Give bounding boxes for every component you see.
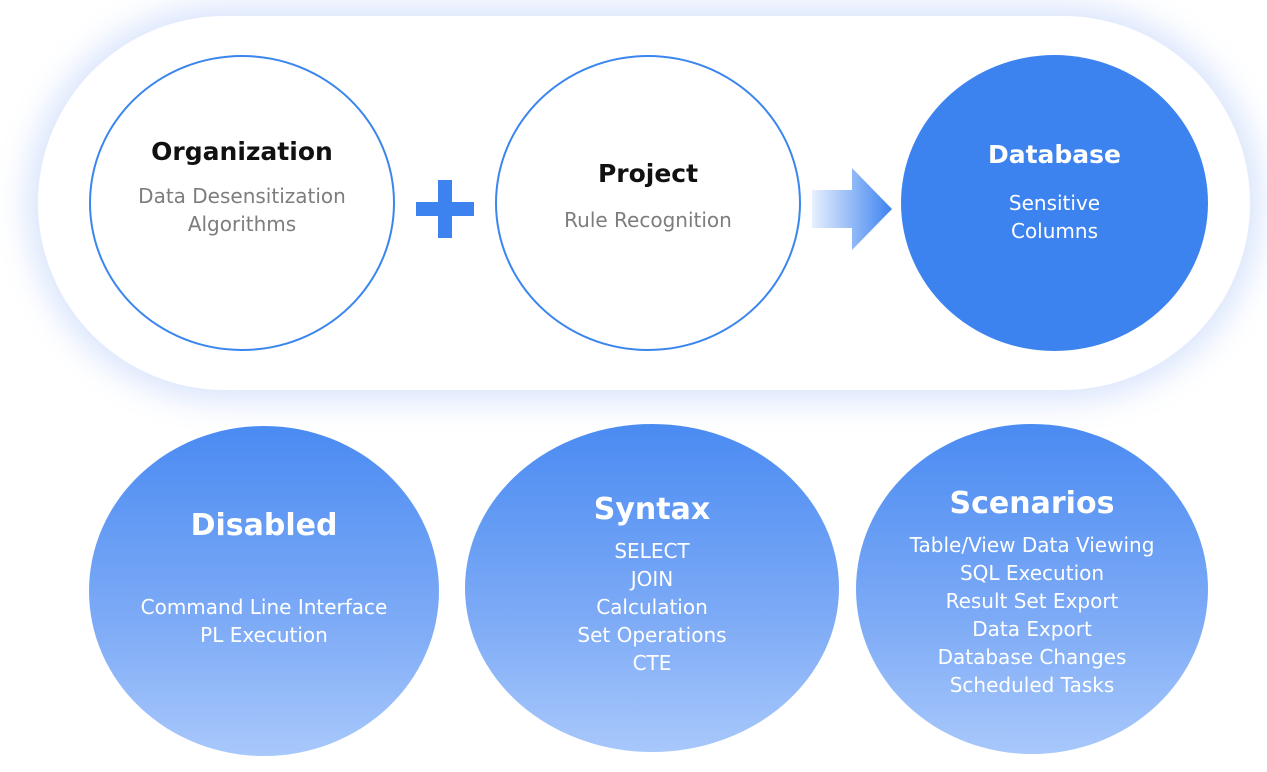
disabled-title: Disabled <box>190 508 338 543</box>
database-subtitle-line-1: Sensitive <box>1008 191 1101 215</box>
scenarios-item: SQL Execution <box>959 561 1105 585</box>
database-subtitle-line-2: Columns <box>1010 219 1098 243</box>
database-title: Database <box>987 140 1122 169</box>
disabled-item: PL Execution <box>200 623 328 647</box>
project-subtitle: Rule Recognition <box>564 208 732 232</box>
organization-subtitle-line-2: Algorithms <box>187 212 297 236</box>
database-circle: Database Sensitive Columns <box>901 55 1208 351</box>
syntax-circle: Syntax SELECT JOIN Calculation Set Opera… <box>465 424 839 752</box>
organization-circle: Organization Data Desensitization Algori… <box>89 55 395 351</box>
syntax-item: SELECT <box>614 539 690 563</box>
plus-icon <box>416 180 474 238</box>
organization-subtitle-line-1: Data Desensitization <box>138 184 346 208</box>
syntax-item: CTE <box>632 651 672 675</box>
scenarios-circle: Scenarios Table/View Data Viewing SQL Ex… <box>856 424 1208 754</box>
syntax-item: Calculation <box>596 595 708 619</box>
disabled-item: Command Line Interface <box>140 595 388 619</box>
arrow-right-icon <box>812 168 892 250</box>
scenarios-item: Result Set Export <box>945 589 1119 613</box>
syntax-item: Set Operations <box>577 623 727 647</box>
scenarios-title: Scenarios <box>949 486 1115 521</box>
project-title: Project <box>597 159 699 188</box>
organization-title: Organization <box>151 137 333 166</box>
scenarios-item: Database Changes <box>937 645 1127 669</box>
syntax-title: Syntax <box>593 492 711 527</box>
project-circle: Project Rule Recognition <box>495 55 801 351</box>
disabled-circle: Disabled Command Line Interface PL Execu… <box>89 426 439 756</box>
syntax-item: JOIN <box>630 567 674 591</box>
scenarios-item: Table/View Data Viewing <box>909 533 1155 557</box>
scenarios-item: Data Export <box>972 617 1092 641</box>
scenarios-item: Scheduled Tasks <box>949 673 1115 697</box>
